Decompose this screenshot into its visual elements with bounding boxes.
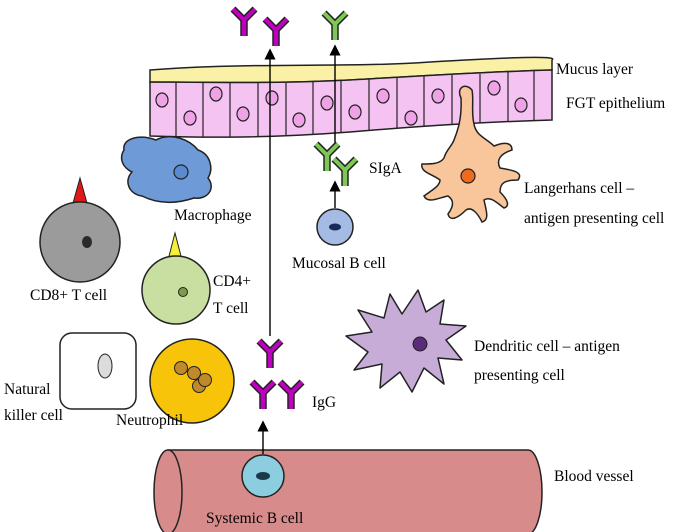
label-cd4-1: CD4+ <box>213 273 252 290</box>
siga-antibody <box>324 13 346 40</box>
label-mucosal-b: Mucosal B cell <box>292 255 386 272</box>
cd8-t-cell <box>39 176 121 283</box>
label-cd8: CD8+ T cell <box>30 287 108 304</box>
neutrophil-lobes <box>174 361 212 393</box>
label-langerhans-1: Langerhans cell – <box>524 180 635 197</box>
label-natural-killer-2: killer cell <box>4 407 63 424</box>
nk-nucleus <box>97 353 113 379</box>
label-blood-vessel: Blood vessel <box>554 468 634 485</box>
label-dendritic-2: presenting cell <box>474 367 565 384</box>
label-siga: SIgA <box>369 160 402 177</box>
label-macrophage: Macrophage <box>174 207 252 224</box>
label-fgt-epithelium: FGT epithelium <box>566 95 666 112</box>
cd4-t-cell <box>141 231 211 325</box>
siga-antibody <box>316 144 338 171</box>
label-neutrophil: Neutrophil <box>116 412 184 429</box>
label-cd4-2: T cell <box>213 300 249 317</box>
cd4-nucleus <box>178 287 188 297</box>
igg-antibody <box>280 382 302 409</box>
label-mucus-layer: Mucus layer <box>556 61 634 78</box>
label-langerhans-2: antigen presenting cell <box>524 210 665 227</box>
label-systemic-b: Systemic B cell <box>206 510 304 527</box>
label-igg: IgG <box>312 394 337 411</box>
siga-antibody <box>334 159 356 186</box>
mucosal-b-nucleus <box>329 223 341 231</box>
systemic-b-cell <box>241 454 285 498</box>
label-natural-killer-1: Natural <box>4 381 51 398</box>
igg-antibody <box>233 9 255 36</box>
cd8-nucleus <box>82 236 92 248</box>
macrophage-nucleus <box>173 164 189 180</box>
macrophage <box>120 136 212 203</box>
natural-killer-cell <box>59 332 137 410</box>
langerhans-cell <box>421 85 521 223</box>
label-dendritic-1: Dendritic cell – antigen <box>474 338 620 355</box>
mucosal-b-cell <box>316 208 354 246</box>
neutrophil <box>149 338 235 424</box>
langerhans-nucleus <box>460 168 476 184</box>
igg-antibody <box>252 382 274 409</box>
cd8-spike <box>72 176 88 204</box>
fgt-epithelium <box>149 69 553 138</box>
igg-antibody <box>265 19 287 46</box>
dendritic-nucleus <box>412 336 428 352</box>
epithelial-nuclei <box>155 80 528 128</box>
systemic-b-nucleus <box>256 472 270 480</box>
igg-antibody <box>259 341 281 368</box>
dendritic-cell <box>345 289 467 393</box>
